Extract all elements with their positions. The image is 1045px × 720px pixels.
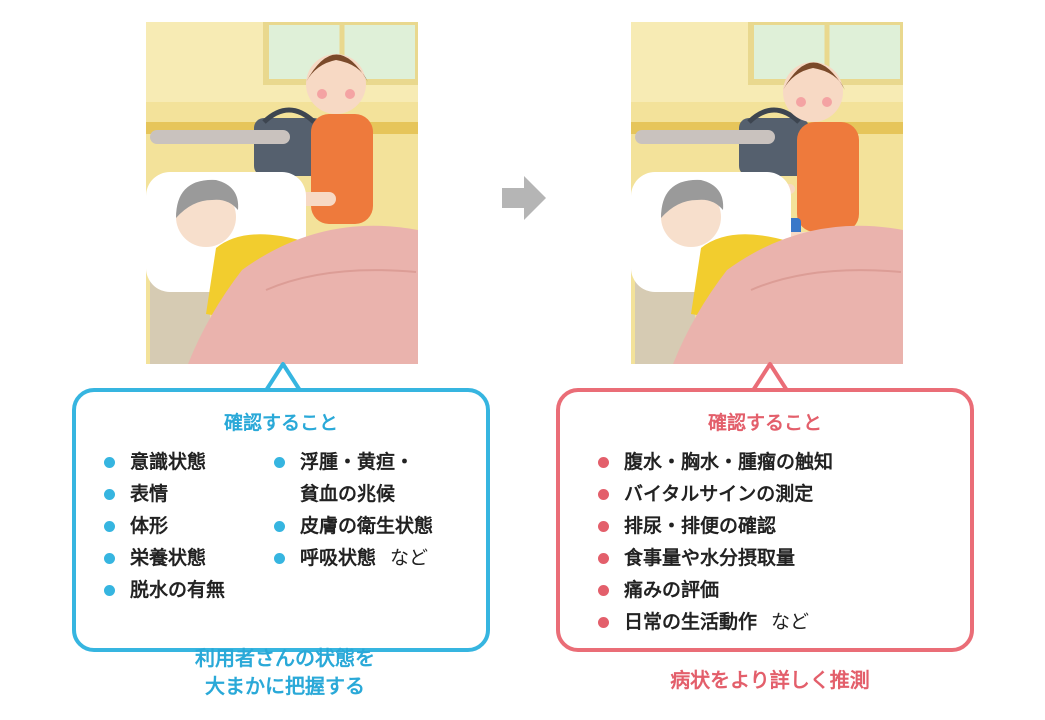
bullet-icon <box>274 521 285 532</box>
list-item: 表情 <box>102 478 225 510</box>
caption-detailed-check: 病状をより詳しく推測 <box>670 668 870 692</box>
illustration-vital-measurement <box>631 22 903 364</box>
bullet-icon <box>598 585 609 596</box>
list-item: 体形 <box>102 510 225 542</box>
list-item: 呼吸状態など <box>272 542 433 574</box>
illustration-observation <box>146 22 418 364</box>
bullet-icon <box>274 553 285 564</box>
check-list: 腹水・胸水・腫瘤の触知 バイタルサインの測定 排尿・排便の確認 食事量や水分摂取… <box>596 446 833 638</box>
bullet-icon <box>104 457 115 468</box>
bullet-icon <box>104 521 115 532</box>
check-list-column-2: 浮腫・黄疸・貧血の兆候 皮膚の衛生状態 呼吸状態など <box>272 446 433 574</box>
list-item: 日常の生活動作など <box>596 606 833 638</box>
callout-observation: 確認すること 意識状態 表情 体形 栄養状態 脱水の有無 浮腫・黄疸・貧血の兆候… <box>72 388 490 652</box>
list-item: バイタルサインの測定 <box>596 478 833 510</box>
callout-title: 確認すること <box>223 412 338 434</box>
bullet-icon <box>598 457 609 468</box>
list-item: 栄養状態 <box>102 542 225 574</box>
list-item: 脱水の有無 <box>102 574 225 606</box>
bullet-icon <box>598 521 609 532</box>
callout-detailed-check: 確認すること 腹水・胸水・腫瘤の触知 バイタルサインの測定 排尿・排便の確認 食… <box>556 388 974 652</box>
bullet-icon <box>104 553 115 564</box>
list-item: 意識状態 <box>102 446 225 478</box>
callout-pointer-right <box>750 360 790 394</box>
list-item: 排尿・排便の確認 <box>596 510 833 542</box>
bullet-icon <box>598 489 609 500</box>
bullet-icon <box>598 617 609 628</box>
bullet-icon <box>104 489 115 500</box>
caption-observation: 利用者さんの状態を 大まかに把握する <box>195 646 375 698</box>
callout-title: 確認すること <box>707 412 822 434</box>
list-item: 食事量や水分摂取量 <box>596 542 833 574</box>
bullet-icon <box>598 553 609 564</box>
right-arrow-icon <box>498 172 550 228</box>
list-item: 痛みの評価 <box>596 574 833 606</box>
check-list-column-1: 意識状態 表情 体形 栄養状態 脱水の有無 <box>102 446 225 606</box>
list-item: 腹水・胸水・腫瘤の触知 <box>596 446 833 478</box>
bullet-icon <box>104 585 115 596</box>
list-item: 皮膚の衛生状態 <box>272 510 433 542</box>
bullet-icon <box>274 457 285 468</box>
list-item: 浮腫・黄疸・貧血の兆候 <box>272 446 433 510</box>
callout-pointer-left <box>263 360 303 394</box>
